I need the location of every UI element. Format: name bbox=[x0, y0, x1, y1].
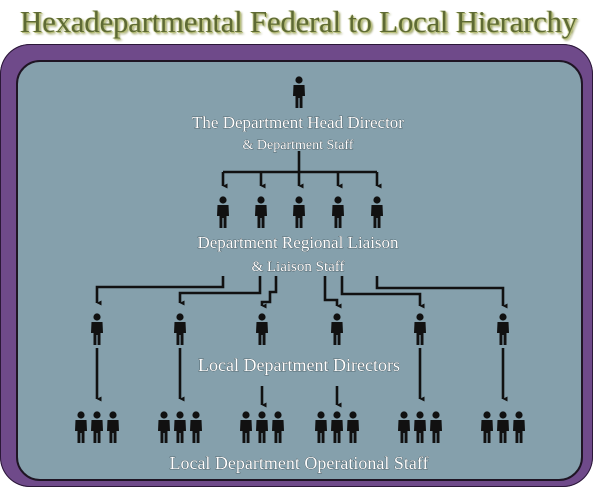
operational-staff-person-icon bbox=[75, 411, 87, 443]
operational-staff-person-icon bbox=[174, 411, 186, 443]
arrow-down-icon bbox=[340, 276, 425, 309]
head-director-person-icon bbox=[293, 76, 305, 108]
operational-staff-person-icon bbox=[414, 411, 426, 443]
regional-liaison-person-icon bbox=[332, 196, 344, 228]
operational-staff-person-icon bbox=[256, 411, 268, 443]
regional-label: Department Regional Liaison bbox=[197, 233, 399, 252]
diagram-title: Hexadepartmental Federal to Local Hierar… bbox=[20, 4, 577, 39]
operational-staff-person-icon bbox=[315, 411, 327, 443]
operational-staff-person-icon bbox=[347, 411, 359, 443]
regional-liaison-person-icon bbox=[371, 196, 383, 228]
arrow-down-icon bbox=[95, 276, 225, 306]
regional-liaison-person-icon bbox=[255, 196, 267, 228]
local-director-person-icon bbox=[497, 313, 509, 345]
operational-staff-person-icon bbox=[190, 411, 202, 443]
local-director-person-icon bbox=[256, 313, 268, 345]
operational-staff-person-icon bbox=[107, 411, 119, 443]
operational-staff-person-icon bbox=[158, 411, 170, 443]
arrow-down-icon bbox=[178, 276, 262, 306]
local-director-person-icon bbox=[414, 313, 426, 345]
operational-staff-person-icon bbox=[497, 411, 509, 443]
regional-sublabel: & Liaison Staff bbox=[251, 259, 344, 275]
local-directors-label: Local Department Directors bbox=[198, 355, 400, 375]
head-label: The Department Head Director bbox=[192, 113, 404, 132]
operational-staff-person-icon bbox=[481, 411, 493, 443]
operational-staff-person-icon bbox=[272, 411, 284, 443]
arrow-down-icon bbox=[260, 276, 278, 309]
operational-staff-person-icon bbox=[430, 411, 442, 443]
arrow-down-icon bbox=[375, 276, 508, 309]
operational-staff-person-icon bbox=[91, 411, 103, 443]
head-sublabel: & Department Staff bbox=[243, 138, 354, 153]
local-director-person-icon bbox=[331, 313, 343, 345]
connector-lines bbox=[95, 151, 508, 408]
operational-staff-label: Local Department Operational Staff bbox=[169, 453, 428, 473]
operational-staff-person-icon bbox=[398, 411, 410, 443]
local-director-person-icon bbox=[174, 313, 186, 345]
local-director-person-icon bbox=[91, 313, 103, 345]
diagram-panel bbox=[16, 60, 583, 481]
regional-liaison-person-icon bbox=[293, 196, 305, 228]
operational-staff-person-icon bbox=[513, 411, 525, 443]
regional-liaison-person-icon bbox=[217, 196, 229, 228]
operational-staff-person-icon bbox=[240, 411, 252, 443]
arrow-down-icon bbox=[323, 276, 342, 309]
operational-staff-person-icon bbox=[331, 411, 343, 443]
